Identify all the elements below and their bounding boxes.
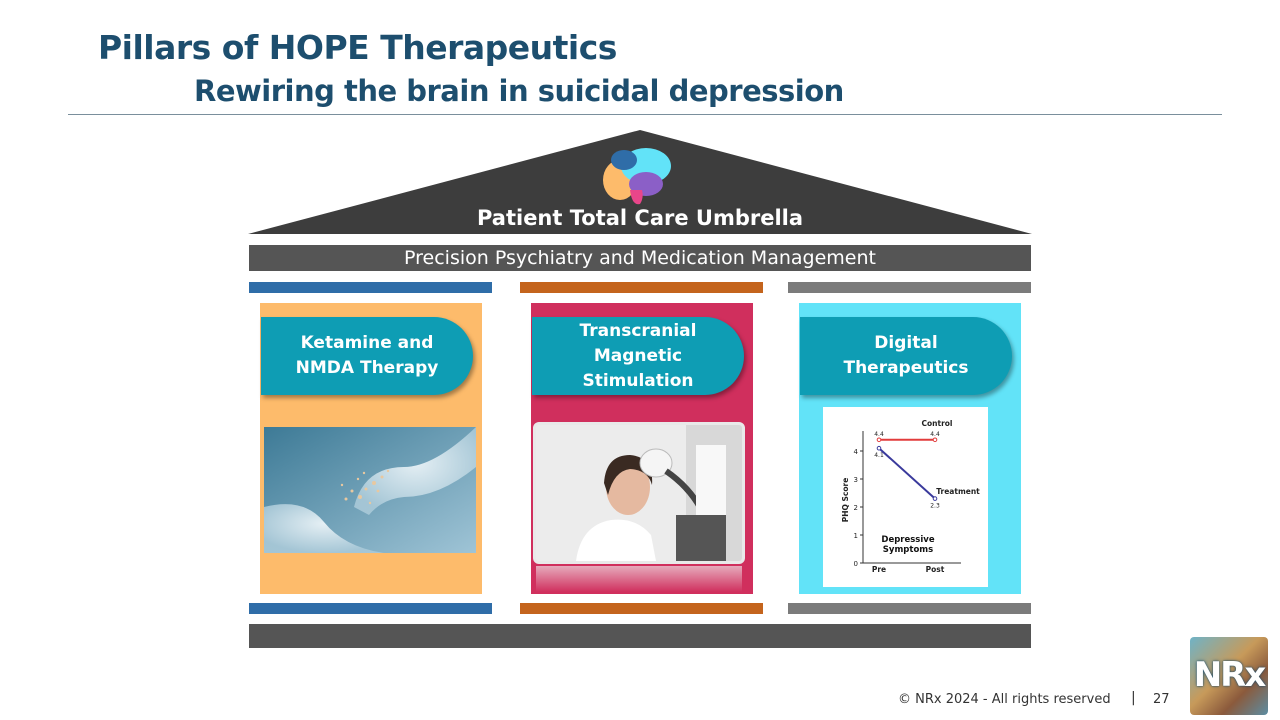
pillar-1-top-bar [249,282,492,293]
data-label: 4.4 [930,431,940,438]
slide-subtitle: Rewiring the brain in suicidal depressio… [194,74,844,108]
page-number: 27 [1153,692,1170,707]
y-tick-label: 0 [854,560,858,568]
chart-annotation: Symptoms [883,545,933,555]
y-tick-label: 4 [854,448,859,456]
pillar-1-label: Ketamine and NMDA Therapy [261,317,473,395]
data-point [876,437,882,443]
footer-separator: | [1131,690,1136,706]
data-label: 4.1 [874,452,884,459]
house-base [249,624,1031,648]
pillar-3-bottom-bar [788,603,1031,614]
title-divider [68,114,1222,115]
pillar-2-top-bar [520,282,763,293]
data-label: 2.3 [930,503,940,510]
y-tick-label: 3 [854,476,858,484]
pillar-2-label: Transcranial Magnetic Stimulation [532,317,744,395]
data-label: 4.4 [874,431,884,438]
copyright-text: © NRx 2024 - All rights reserved [898,692,1111,707]
pillar-1-bottom-bar [249,603,492,614]
series-line-treatment [878,447,936,500]
nrx-logo: NRx [1190,637,1268,715]
series-label-control: Control [921,419,952,428]
x-tick-label: Pre [872,565,886,574]
pillar-3-label: Digital Therapeutics [800,317,1012,395]
pillar-2-bottom-bar [520,603,763,614]
beam-label: Precision Psychiatry and Medication Mana… [249,245,1031,271]
slide-title: Pillars of HOPE Therapeutics [98,28,617,67]
x-tick-label: Post [926,565,945,574]
synapse-image [264,427,476,553]
brain-icon [603,148,671,205]
data-point [876,445,882,451]
pillar-3-top-bar [788,282,1031,293]
data-point [932,496,938,501]
roof-label: Patient Total Care Umbrella [476,206,804,230]
chart-annotation: Depressive [881,535,934,545]
data-point [932,437,938,443]
logo-text: NRx [1193,655,1267,695]
y-axis-label: PHQ Score [841,478,850,523]
tms-photo-reflection [536,566,742,592]
y-tick-label: 2 [854,504,858,512]
tms-patient-photo [533,422,745,564]
y-tick-label: 1 [854,532,858,540]
series-label-treatment: Treatment [936,487,980,496]
